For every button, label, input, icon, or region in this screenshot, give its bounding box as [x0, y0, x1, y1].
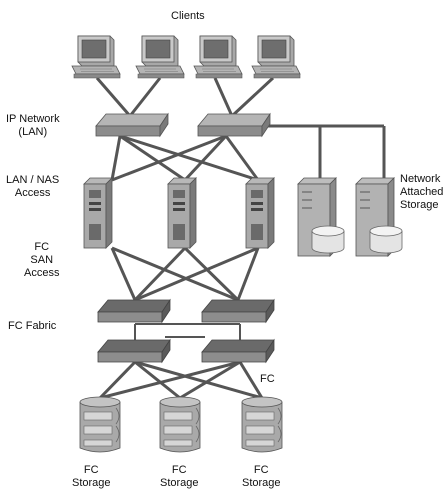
nas-disk-1 [311, 225, 345, 254]
fc-storage-label-3: FC Storage [242, 464, 281, 489]
fc-san-access-label: FC SAN Access [24, 241, 60, 279]
clients-label: Clients [171, 10, 205, 22]
connection-lines [95, 76, 386, 400]
lan-switch-1 [95, 113, 169, 137]
server-3 [245, 177, 275, 249]
fc-fabric-label: FC Fabric [8, 320, 57, 332]
fc-link-label: FC [260, 373, 275, 385]
server-1 [83, 177, 113, 249]
nas-label: Network Attached Storage [400, 173, 444, 211]
fc-switch-3 [97, 339, 171, 363]
fc-switch-1 [97, 299, 171, 323]
client-pc-1 [71, 35, 121, 79]
fc-storage-label-1: FC Storage [72, 464, 111, 489]
server-2 [167, 177, 197, 249]
fc-switch-2 [201, 299, 275, 323]
fc-storage-array-2 [159, 396, 201, 453]
fc-storage-array-1 [79, 396, 121, 453]
client-pc-2 [135, 35, 185, 79]
fc-storage-array-3 [241, 396, 283, 453]
client-pc-4 [251, 35, 301, 79]
lan-switch-2 [197, 113, 271, 137]
fc-storage-label-2: FC Storage [160, 464, 199, 489]
client-pc-3 [193, 35, 243, 79]
nas-disk-2 [369, 225, 403, 254]
ip-network-label: IP Network (LAN) [6, 113, 60, 138]
lan-nas-access-label: LAN / NAS Access [6, 174, 60, 199]
fc-switch-4 [201, 339, 275, 363]
